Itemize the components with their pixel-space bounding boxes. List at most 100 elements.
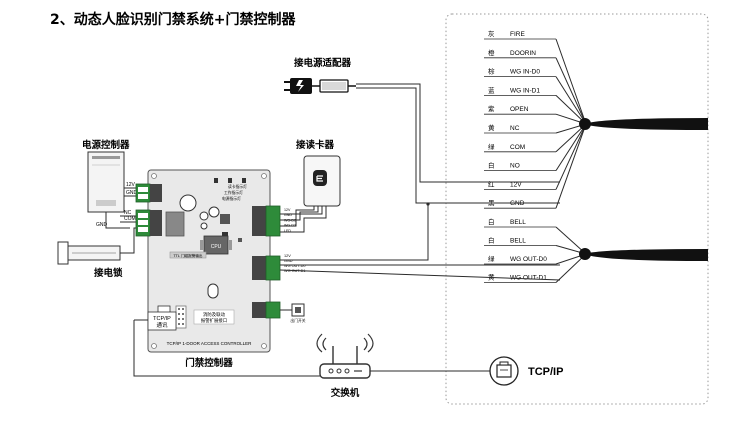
cable-bundle-2 [584, 249, 708, 261]
door-controller-board [135, 169, 281, 353]
wire-signal-label: BELL [510, 219, 526, 226]
lock-terminal-label: GND [96, 222, 108, 228]
wire-color-label: 黄 [488, 273, 495, 282]
lock-terminal-label: NC [124, 210, 132, 216]
controller-to-switch-wire [133, 320, 320, 377]
cpu-label: CPU [211, 244, 222, 250]
board-bottom-label: TCP/IP 1-DOOR ACCESS CONTROLLER [167, 341, 252, 346]
wire-color-label: 白 [488, 236, 495, 245]
wire-color-label: 灰 [488, 29, 495, 38]
wire-list-group-2: 白 BELL 白 BELL 绿 WG OUT-D0 黄 WG OUT-D1 [484, 217, 556, 283]
psu-terminal-label: 12V [126, 182, 136, 188]
wire-signal-label: BELL [510, 238, 526, 245]
wire-color-label: 橙 [488, 48, 495, 57]
led-label-2: 工作指示灯 [224, 190, 243, 195]
psu-terminals: 12V GND [126, 182, 138, 196]
psu-to-lock-wire [105, 212, 130, 229]
relay-label: TTL 门磁报警输出 [172, 253, 202, 258]
wire-junction-dot [426, 202, 430, 206]
wire-color-label: 白 [488, 217, 495, 226]
door-lock-label: 接电锁 [94, 267, 123, 279]
reader-terminal-label: WG-D1 [284, 224, 296, 228]
wire-color-label: 红 [488, 179, 495, 188]
ethernet-port-icon [489, 356, 519, 386]
wire-converge-line [555, 57, 587, 125]
led-label-1: 读卡指示灯 [228, 184, 247, 189]
ext-label-1: 消防及联动 [203, 311, 226, 318]
wire-converge-line [555, 123, 587, 190]
wire-color-label: 棕 [488, 67, 495, 76]
tcpip-comm-line2: 通讯 [156, 321, 168, 329]
wire-converge-line [555, 123, 587, 171]
wire-signal-label: WG IN-D0 [510, 69, 540, 76]
cable-bundle-1 [584, 118, 708, 130]
reader-wire-2 [280, 206, 319, 221]
wire-converge-line [555, 123, 587, 153]
wire-converge-line [555, 253, 587, 283]
power-controller-label: 电源控制器 [82, 139, 130, 151]
wire-color-label: 绿 [488, 254, 495, 263]
reader-wire-3 [280, 206, 315, 227]
reader-wire-4 [280, 206, 327, 233]
wire-signal-label: GND [510, 200, 525, 207]
wire-converge-line [555, 123, 587, 209]
power-adapter-label: 接电源适配器 [294, 57, 352, 69]
cable-end-2 [579, 248, 591, 260]
wire-converge-line [555, 95, 587, 125]
wire-converge-line [555, 38, 587, 125]
wire-color-label: 黄 [488, 123, 495, 132]
switch-label: 交换机 [331, 387, 360, 399]
wg-gnd-wire [280, 204, 429, 261]
door-controller-label: 门禁控制器 [185, 357, 233, 369]
door-lock-box [57, 241, 121, 265]
wire-signal-label: 12V [510, 181, 522, 188]
wire-signal-label: WG OUT-D0 [510, 256, 547, 263]
wire-signal-label: COM [510, 144, 525, 151]
card-reader-label: 接读卡器 [296, 139, 335, 151]
power-plug-icon [284, 78, 356, 94]
tcpip-port-label: TCP/IP [528, 366, 563, 378]
wire-converge-line [555, 76, 587, 125]
wire-signal-label: WG IN-D1 [510, 87, 540, 94]
page-title: 2、动态人脸识别门禁系统+门禁控制器 [50, 11, 296, 28]
wg-terminal-label: GND [284, 259, 293, 263]
reader-wire-1 [280, 206, 323, 215]
wire-bundle-lines-1 [555, 38, 587, 209]
adapter-to-gnd-wire [356, 87, 560, 204]
power-controller-box [87, 151, 125, 213]
wg-terminal-label: WG OUT-D0 [284, 264, 306, 268]
wire-signal-label: OPEN [510, 106, 529, 113]
wire-color-label: 蓝 [488, 85, 495, 94]
ext-label-2: 报警扩展接口 [201, 317, 227, 324]
wire-converge-line [555, 226, 587, 255]
card-reader-box [303, 155, 341, 207]
reader-terminal-label: 12V [284, 208, 291, 212]
wire-signal-label: FIRE [510, 31, 525, 38]
door-button-icon [295, 307, 301, 313]
tcpip-comm-line1: TCP/IP [153, 316, 171, 322]
wire-signal-label: NO [510, 163, 520, 170]
tcpip-comm-box [147, 311, 177, 331]
wire-color-label: 绿 [488, 142, 495, 151]
door-button-label: 出门开关 [290, 318, 305, 323]
reader-terminal-label: GND [284, 213, 292, 217]
reader-terminal-label: WG-D0 [284, 218, 296, 222]
wg-terminal-label: 12V [284, 254, 291, 258]
network-switch [316, 333, 374, 379]
psu-terminal-label: GND [126, 190, 138, 196]
device-frame [445, 13, 709, 405]
wg-out-d1-wire [279, 269, 561, 281]
wire-color-label: 紫 [488, 105, 495, 113]
reader-terminal-label: LED [284, 229, 291, 233]
wire-signal-label: WG OUT-D1 [510, 275, 547, 282]
lock-terminal-label: COM [124, 216, 136, 222]
led-label-3: 电源指示灯 [222, 196, 241, 201]
wire-signal-label: NC [510, 125, 520, 132]
wire-color-label: 白 [488, 161, 495, 170]
cable-end-1 [579, 118, 591, 130]
adapter-to-12v-wire [356, 83, 560, 183]
